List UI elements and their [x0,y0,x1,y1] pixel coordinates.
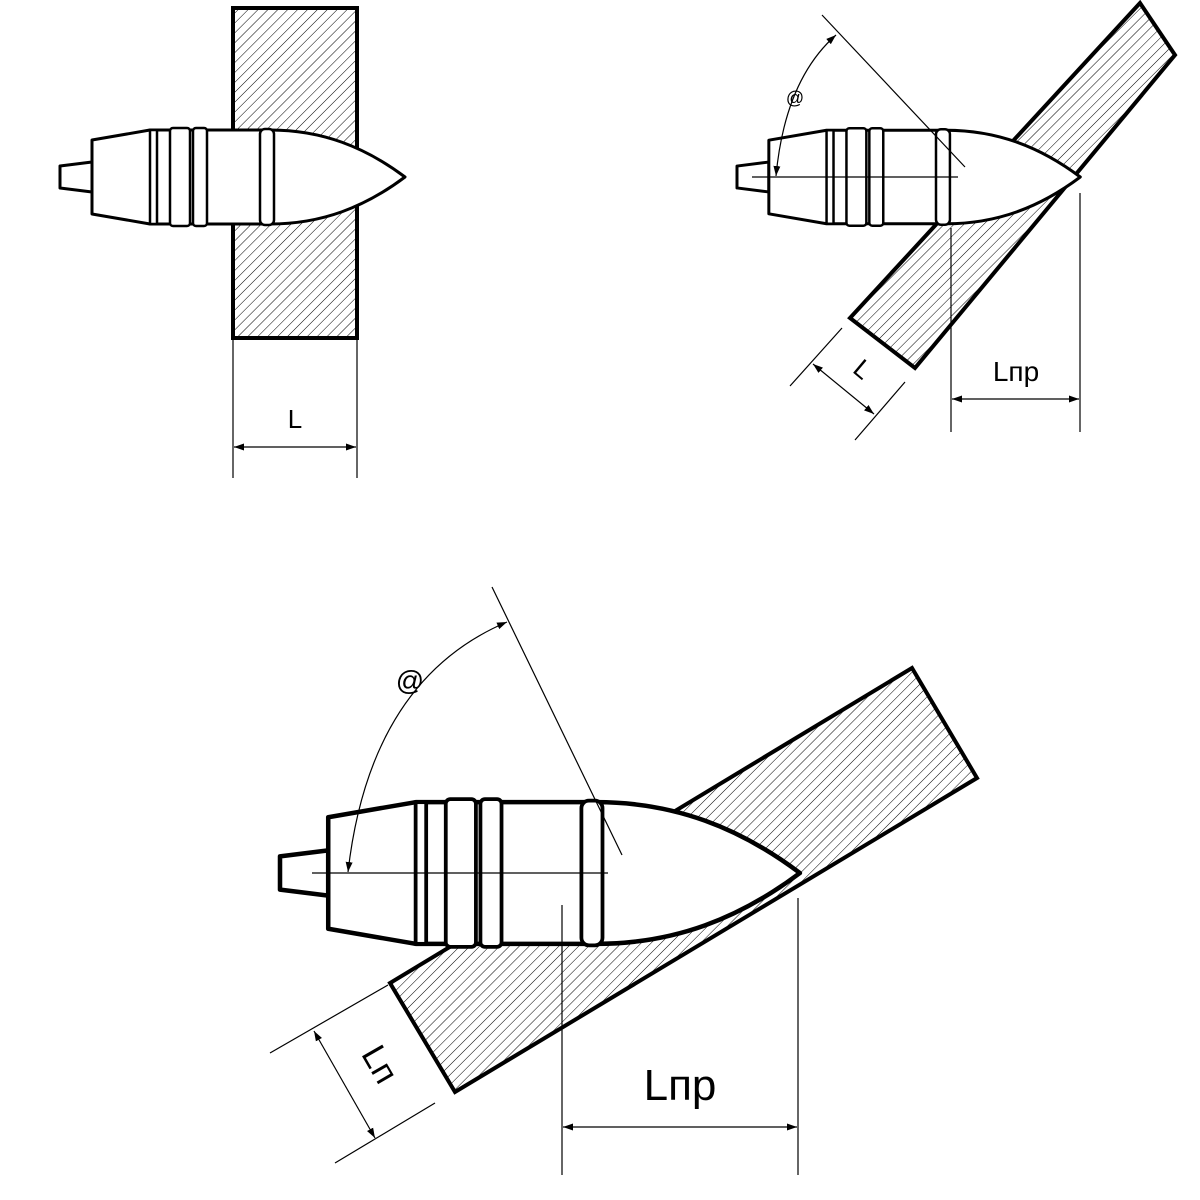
extension-line [789,327,843,387]
normal-line [821,14,966,168]
angle-label: @ [786,88,804,108]
extension-line [334,1102,436,1164]
dimension-arrow [313,1030,376,1139]
reduced-thickness-label: Lпр [993,356,1039,387]
figure-normal-impact: L [58,6,407,478]
extension-line [854,381,906,441]
figure-oblique-impact-enlarged: @ Lп Lпр [269,586,980,1175]
angle-arc [345,621,508,873]
thickness-label: L [848,353,878,385]
thickness-label: Lп [354,1039,406,1090]
thickness-label: L [288,404,302,434]
angle-label: @ [396,665,424,696]
dimension-arrow [812,363,875,415]
reduced-thickness-label: Lпр [644,1061,717,1110]
normal-line [491,586,623,856]
extension-line [269,984,389,1054]
figure-oblique-impact: @ L Lпр [735,0,1178,441]
angle-arc [773,34,837,177]
